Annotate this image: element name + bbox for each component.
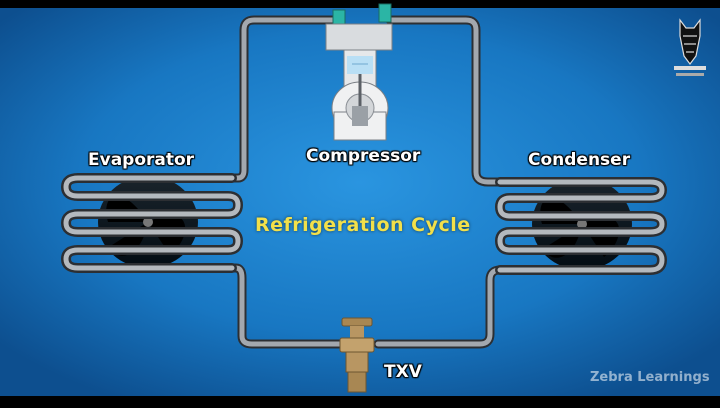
condenser-coil [494, 177, 668, 275]
condenser-fan-icon [532, 178, 632, 270]
txv-valve-icon [339, 317, 375, 393]
txv-label: TXV [384, 362, 422, 382]
zebra-logo-icon [674, 18, 706, 76]
evaporator-label: Evaporator [88, 150, 195, 170]
watermark: Zebra Learnings [590, 370, 710, 385]
evaporator-coil [60, 173, 244, 273]
diagram-title: Refrigeration Cycle [255, 214, 471, 236]
compressor-label: Compressor [306, 146, 421, 166]
refrigerant-pipe [227, 15, 505, 349]
condenser-label: Condenser [528, 150, 631, 170]
compressor-icon [325, 3, 393, 141]
